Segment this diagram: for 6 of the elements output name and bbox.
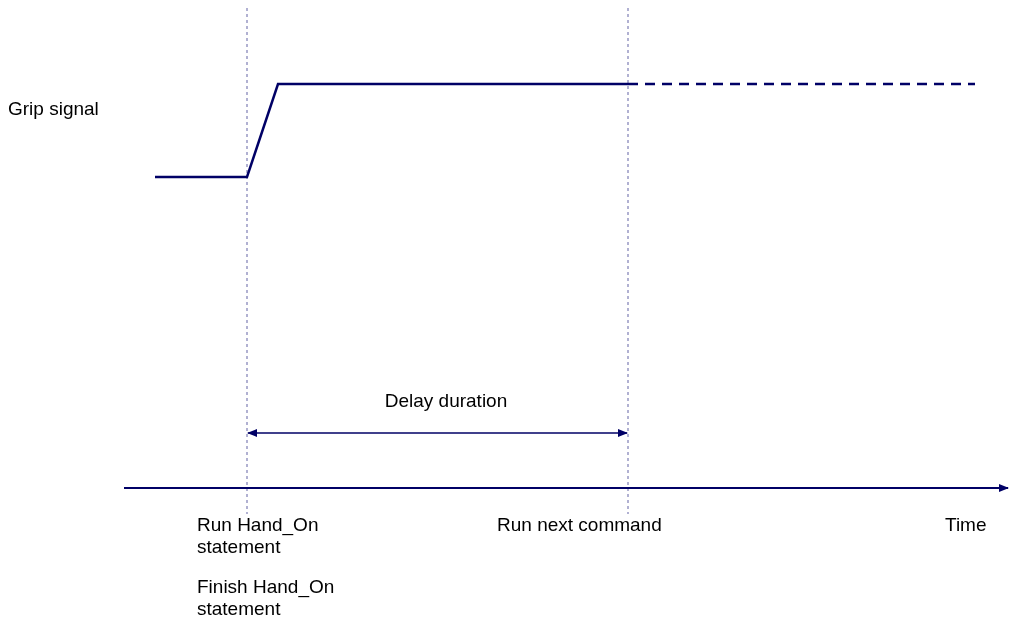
- duration-label: Delay duration: [384, 390, 508, 411]
- event-label: Finish Hand_On statement: [197, 576, 335, 619]
- axis-label: Time: [945, 514, 987, 535]
- event-label: Run next command: [497, 514, 662, 535]
- event-label: Run Hand_On statement: [197, 514, 319, 557]
- signal-label: Grip signal: [8, 98, 99, 119]
